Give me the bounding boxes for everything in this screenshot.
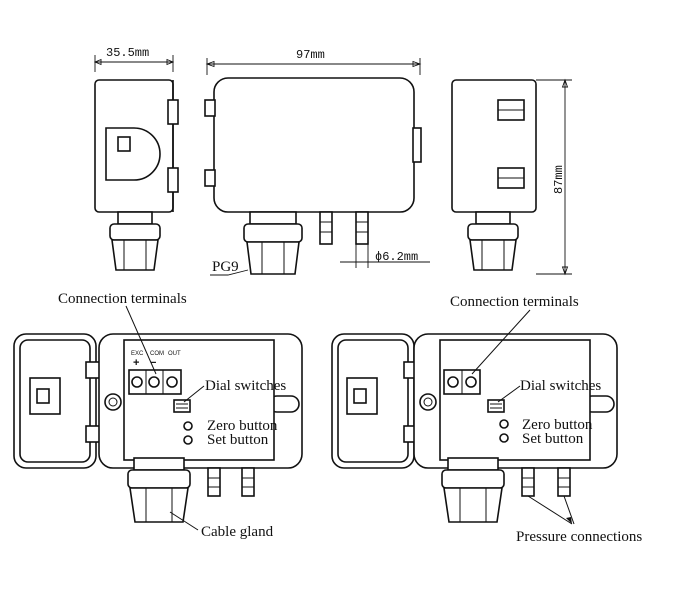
open-view-left: EXC COM OUT + − [13, 333, 303, 523]
depth-dimension: 35.5mm [106, 46, 149, 60]
front-view: 97mm PG9 ϕ6.2mm [204, 48, 430, 276]
dial-switches-right-leader [497, 385, 521, 403]
cable-gland-leader [169, 511, 199, 531]
dial-switches-left-leader [183, 385, 205, 403]
connection-terminals-left-leader [125, 305, 157, 375]
connection-terminals-left-label: Connection terminals [58, 291, 187, 307]
connection-terminals-right-label: Connection terminals [450, 294, 579, 310]
pressure-connections-leader-1 [527, 495, 573, 525]
terminal-out-label: OUT [168, 351, 181, 357]
pressure-connections-leader-2 [563, 495, 575, 525]
set-button-right-label: Set button [522, 431, 584, 447]
side-view-left: 35.5mm [93, 46, 179, 271]
pressure-connections-label: Pressure connections [516, 529, 642, 545]
set-button-left-label: Set button [207, 432, 269, 448]
dial-switches-right-label: Dial switches [520, 378, 601, 394]
height-dimension: 87mm [552, 165, 566, 194]
terminal-minus-label: − [150, 357, 156, 369]
zero-button-right-label: Zero button [522, 417, 593, 433]
terminal-com-label: COM [150, 351, 164, 357]
width-dimension: 97mm [296, 48, 325, 62]
terminal-plus-label: + [133, 357, 139, 369]
pressure-connections-arrow [566, 517, 572, 524]
gland-thread-label: PG9 [212, 259, 239, 275]
connection-terminals-right-leader [471, 309, 531, 375]
terminal-exc-label: EXC [131, 351, 144, 357]
side-view-right: 87mm [451, 78, 572, 276]
dial-switches-left-label: Dial switches [205, 378, 286, 394]
zero-button-left-label: Zero button [207, 418, 278, 434]
open-view-right [331, 333, 618, 523]
cable-gland-label: Cable gland [201, 524, 274, 540]
port-diameter-dimension: ϕ6.2mm [375, 250, 418, 264]
